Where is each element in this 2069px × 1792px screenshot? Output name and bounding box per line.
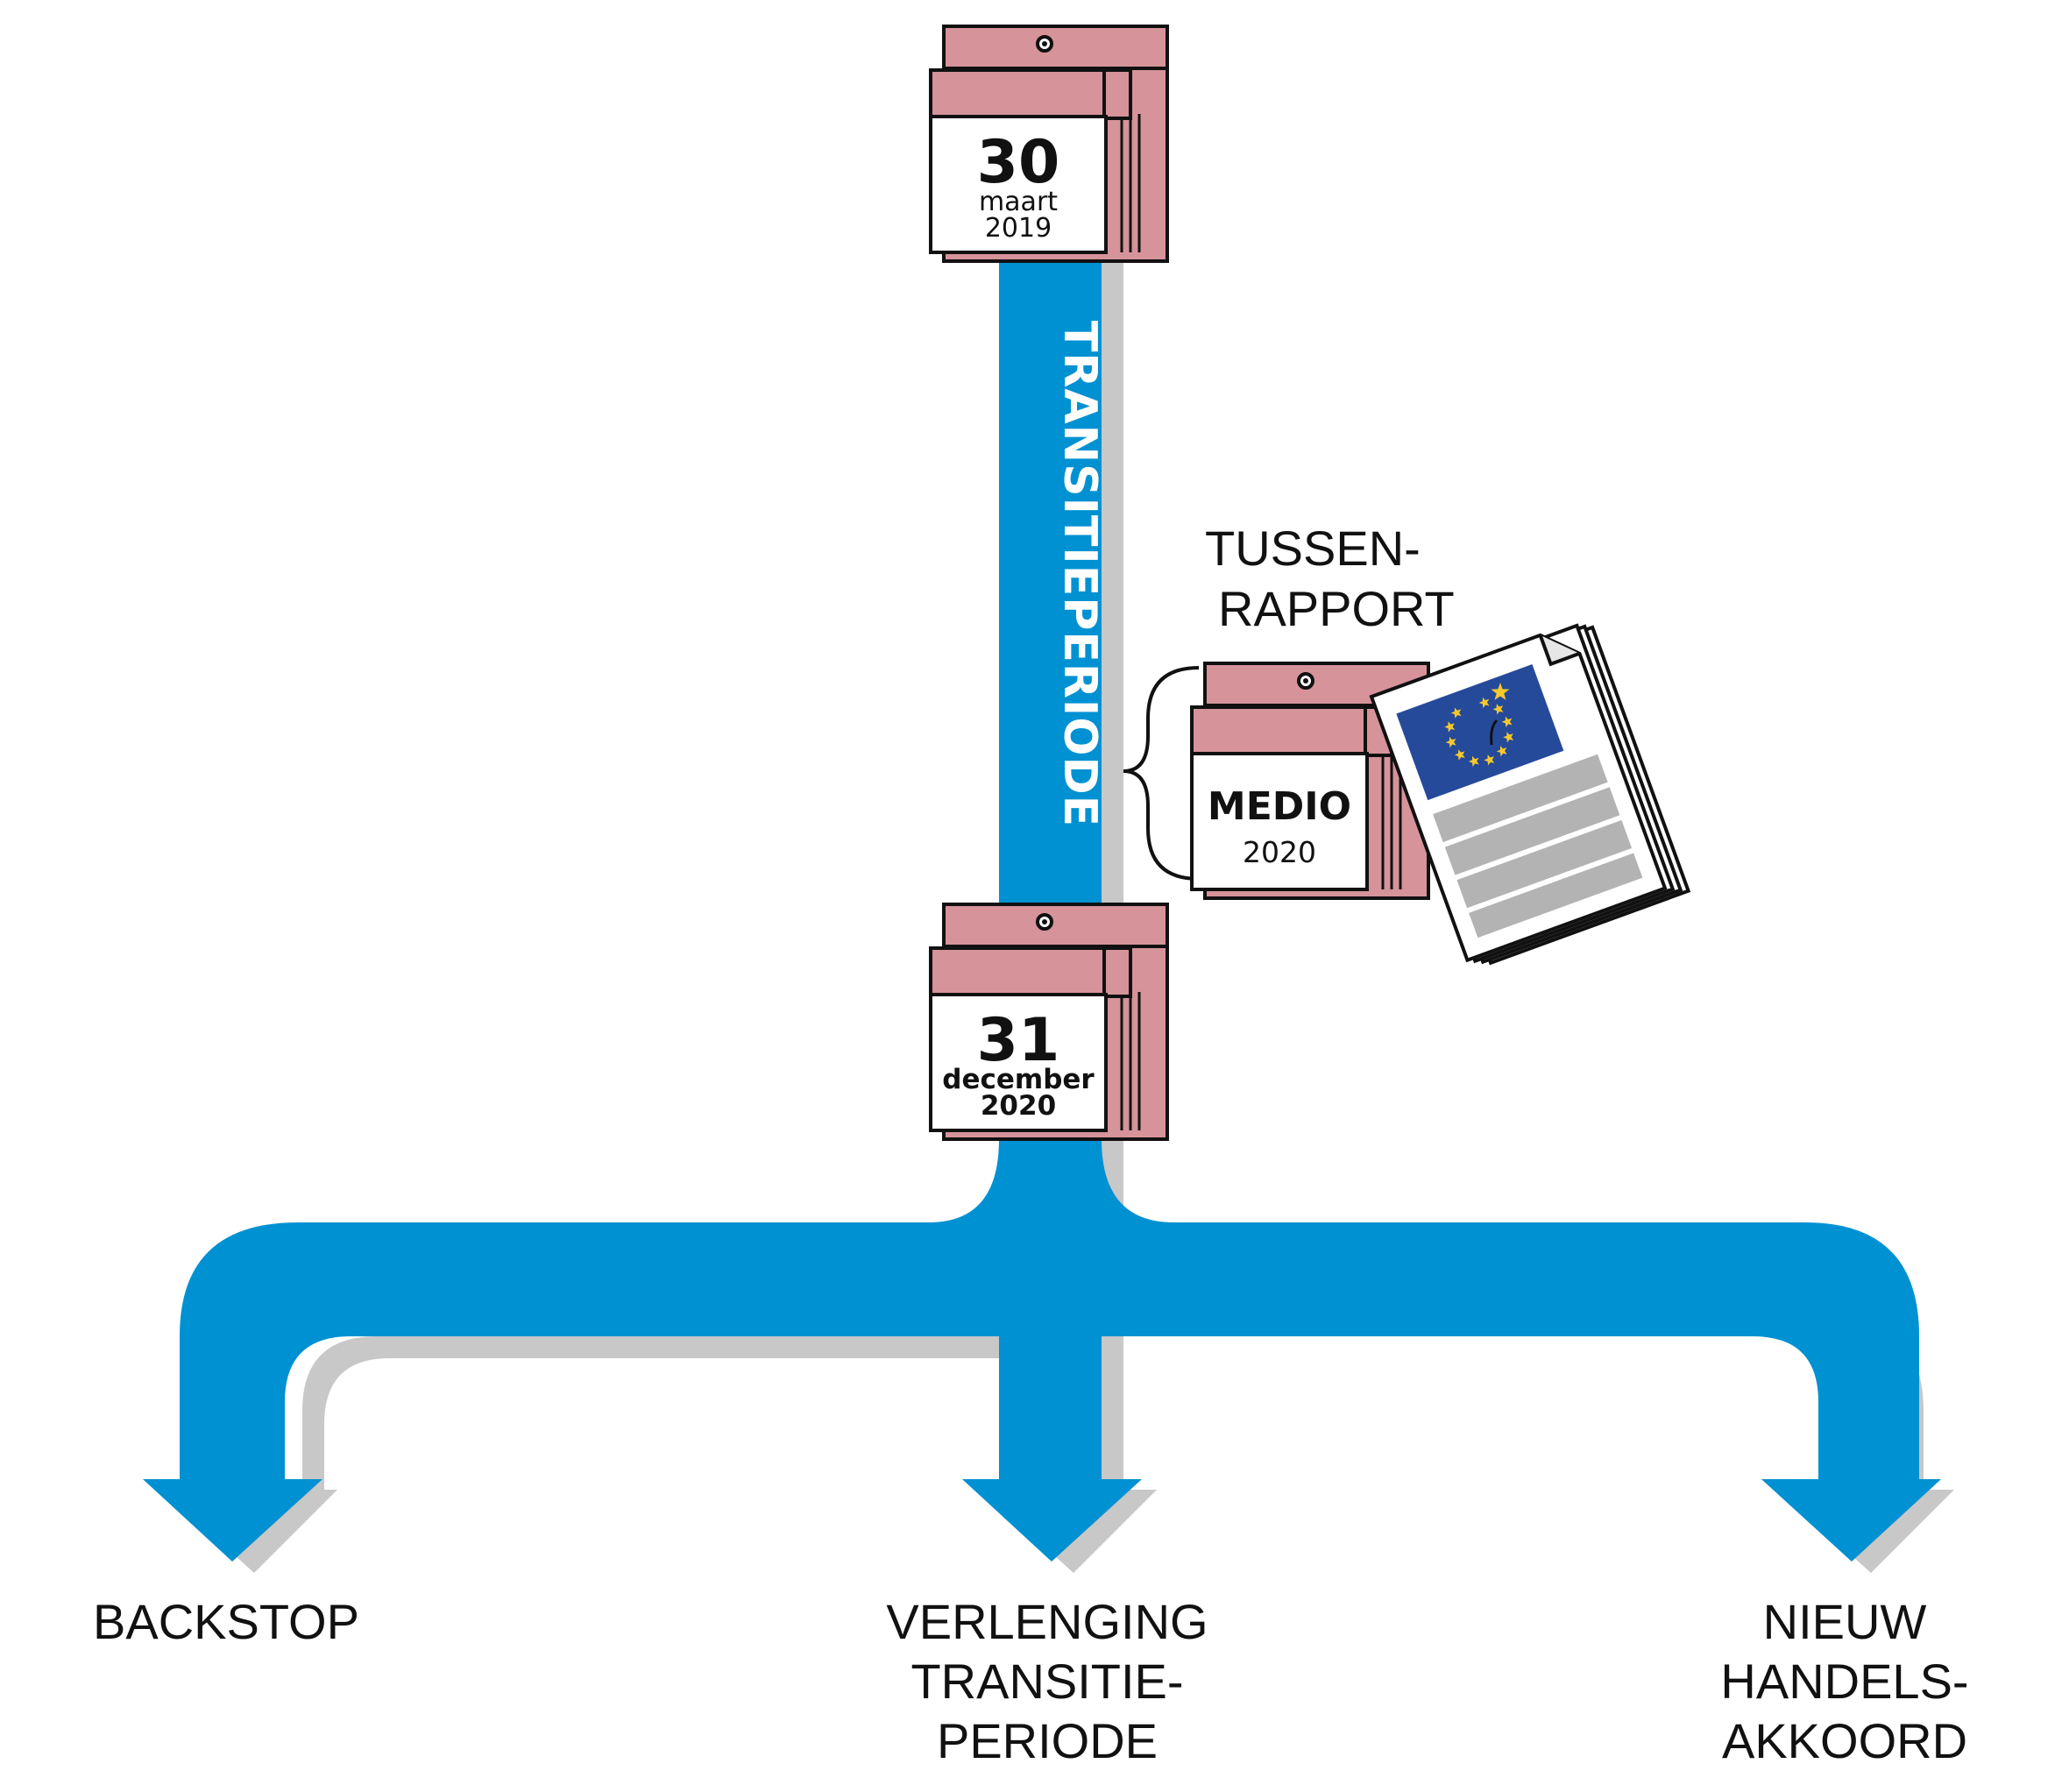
eu-star-icon: [1444, 721, 1456, 733]
calendar-start-month: maart: [979, 187, 1058, 217]
outcome-verlenging-line3: PERIODE: [937, 1713, 1158, 1768]
calendar-icon: 30 maart 2019: [929, 25, 1169, 263]
eu-star-icon: [1501, 716, 1513, 727]
eu-star-icon: [1491, 683, 1510, 700]
calendar-end-day: 31: [977, 1006, 1060, 1075]
outcome-verlenging-line1: VERLENGING: [886, 1594, 1208, 1649]
outcome-verlenging-line2: TRANSITIE-: [911, 1654, 1183, 1709]
arrow-down-icon: [143, 1479, 322, 1562]
eu-star-icon: [1478, 697, 1490, 709]
report-document-icon: [1369, 623, 1691, 966]
outcome-akkoord-line2: HANDELS-: [1720, 1654, 1968, 1709]
eu-star-icon: [1484, 754, 1495, 766]
calendar-icon: 31 december 2020: [929, 903, 1169, 1141]
calendar-end-month: december: [942, 1064, 1095, 1095]
calendar-mid-day: MEDIO: [1208, 784, 1351, 829]
arrow-down-icon: [962, 1479, 1142, 1562]
eu-star-icon: [1492, 704, 1504, 715]
eu-star-icon: [1468, 755, 1479, 768]
eu-star-icon: [1450, 707, 1462, 719]
eu-star-icon: [1503, 732, 1514, 743]
outcome-akkoord-line3: AKKOORD: [1722, 1713, 1967, 1768]
calendar-mid-year: 2020: [1243, 835, 1316, 869]
calendar-end-year: 2020: [981, 1090, 1056, 1122]
eu-star-icon: [1454, 749, 1465, 761]
eu-flag-icon: [1396, 664, 1564, 801]
outcome-backstop: BACKSTOP: [93, 1594, 359, 1649]
flow-arrows: [143, 263, 1941, 1562]
report-label-line1: TUSSEN-: [1205, 521, 1421, 576]
curly-brace-icon: [1123, 666, 1200, 881]
eu-star-icon: [1445, 736, 1456, 748]
report-label-line2: RAPPORT: [1218, 581, 1455, 636]
eu-star-icon: [1496, 745, 1507, 757]
transition-label: TRANSITIEPERIODE: [1053, 321, 1106, 827]
arrow-down-icon: [1761, 1479, 1941, 1562]
calendar-start-day: 30: [977, 128, 1060, 197]
outcome-akkoord-line1: NIEUW: [1763, 1594, 1927, 1649]
calendar-start-year: 2019: [985, 213, 1052, 244]
